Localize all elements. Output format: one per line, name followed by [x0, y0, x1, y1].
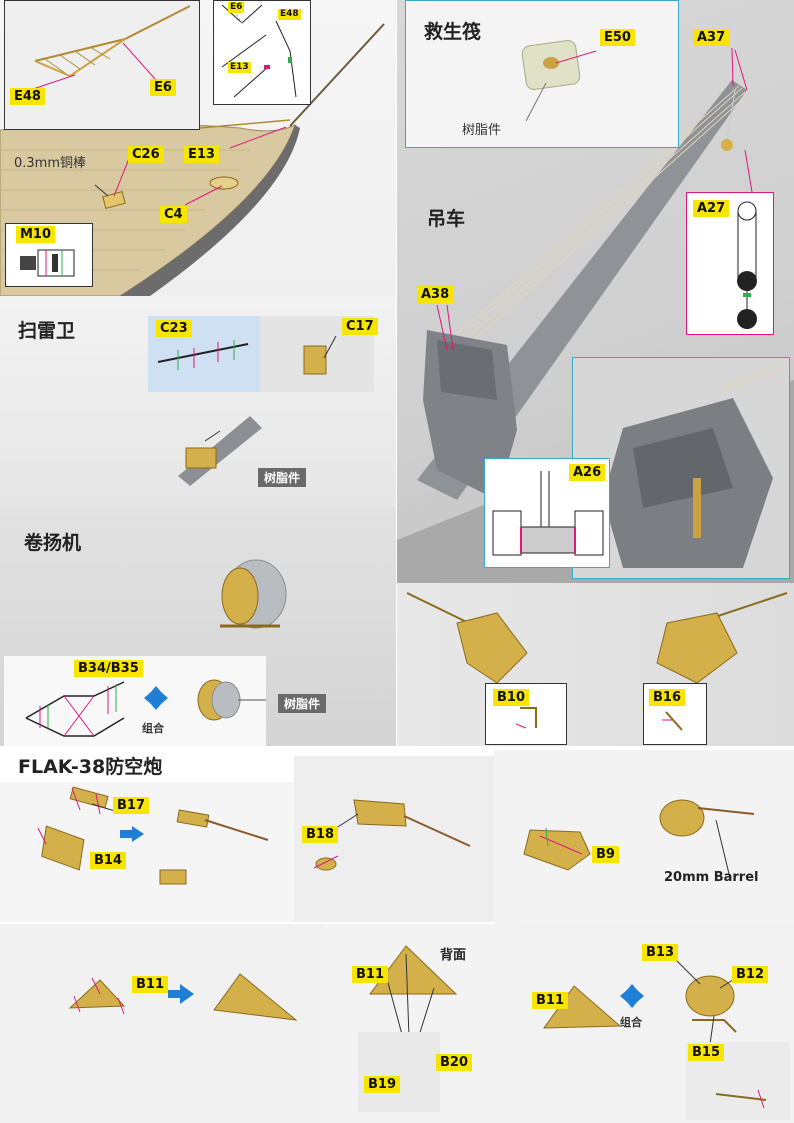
diagram-label-e6: E6: [228, 2, 245, 13]
label-a38: A38: [417, 286, 454, 303]
c17-drawing: [303, 335, 337, 375]
a26-drawing: [492, 471, 604, 556]
liferaft-inset: 救生筏 E50 树脂件: [405, 0, 679, 148]
label-b11-b: B11: [352, 966, 388, 983]
label-b17: B17: [113, 797, 149, 814]
flak-b11-drawing: [68, 973, 298, 1021]
diagram-label-e13: E13: [228, 62, 251, 73]
label-e6: E6: [150, 79, 176, 96]
bow-inset-photo: [4, 0, 200, 130]
b10-drawing: [515, 707, 537, 729]
paravane-panel: 扫雷卫 C23 C17 树脂件: [0, 296, 396, 506]
b16-drawing: [662, 711, 683, 731]
label-b11-a: B11: [132, 976, 168, 993]
label-a26: A26: [569, 464, 606, 481]
label-b9: B9: [592, 846, 619, 863]
label-b11-c: B11: [532, 992, 568, 1009]
label-b14: B14: [90, 852, 126, 869]
flak-row1-right: B9 20mm Barrel: [494, 750, 794, 924]
label-b10: B10: [493, 689, 529, 706]
label-c23: C23: [156, 320, 192, 337]
liferaft-drawing: [521, 39, 597, 122]
label-m10: M10: [16, 226, 56, 243]
flak-row2-left: B11: [0, 924, 324, 1123]
flak-title: FLAK-38防空炮: [18, 756, 163, 778]
crane-cab-drawing: [603, 357, 790, 568]
barrel-note: 20mm Barrel: [664, 870, 759, 885]
flak-b17-b14-drawing: [37, 786, 269, 885]
winch-title: 卷扬机: [24, 532, 82, 554]
label-c26: C26: [128, 146, 164, 163]
label-b13: B13: [642, 944, 678, 961]
m10-inset: [5, 223, 93, 287]
label-b34-b35: B34/B35: [74, 660, 143, 677]
label-e13: E13: [184, 146, 219, 163]
flak-assembly-drawing: [543, 959, 737, 1045]
guns-top-panel: B10 B16: [397, 583, 794, 746]
liferaft-resin-note: 树脂件: [462, 123, 502, 138]
flak-row2-mid: 背面 B11 B19 B20: [324, 924, 514, 1123]
label-b12: B12: [732, 966, 768, 983]
a26-inset: [484, 458, 610, 568]
b19-b20-inset: [358, 1032, 440, 1112]
copper-rod-note: 0.3mm铜棒: [14, 156, 87, 171]
crane-title: 吊车: [427, 208, 466, 230]
assembly-combine-label: 组合: [620, 1016, 642, 1029]
flak-b9-drawing: [523, 799, 755, 879]
flak-row1-mid: B18: [294, 756, 494, 922]
label-b16: B16: [649, 689, 685, 706]
m10-part-drawing: [20, 249, 75, 277]
label-c4: C4: [160, 206, 187, 223]
label-c17: C17: [342, 318, 378, 335]
crane-photo-panel: 救生筏 吊车 救生筏 E50 树脂件 A37 A38 A27: [397, 0, 794, 583]
back-note: 背面: [440, 948, 467, 963]
bowsprit-part-illustration: [32, 5, 191, 90]
label-a37: A37: [693, 29, 730, 46]
liferaft-heading: 救生筏: [424, 21, 482, 43]
guns-top-drawing: [406, 592, 788, 684]
label-b19: B19: [364, 1076, 400, 1093]
a27-inset: [686, 192, 774, 335]
winch-resin-tag: 树脂件: [278, 694, 327, 713]
b34-b35-drawing: [25, 679, 280, 737]
c23-drawing: [157, 340, 249, 370]
winch-drawing: [220, 559, 287, 629]
diagram-label-e48: E48: [278, 9, 301, 20]
label-b18: B18: [302, 826, 338, 843]
winch-panel: 卷扬机 B34/B35 组合 树脂件: [0, 506, 396, 746]
flak-b18-drawing: [313, 799, 471, 871]
b15-drawing: [715, 1089, 767, 1109]
label-b20: B20: [436, 1054, 472, 1071]
a27-pulley-drawing: [737, 201, 757, 329]
bow-photo-panel: E6 E48 E13 E48 E6 E13 C26 C4 0.3mm铜棒 M10: [0, 0, 396, 296]
flak-row2-right: B13 B12 B11 B15 组合: [514, 924, 794, 1123]
label-e50: E50: [600, 29, 635, 46]
label-e48: E48: [10, 88, 45, 105]
label-b15: B15: [688, 1044, 724, 1061]
paravane-title: 扫雷卫: [18, 320, 76, 342]
winch-combine-label: 组合: [142, 722, 164, 735]
paravane-resin-tag: 树脂件: [258, 468, 307, 487]
flak-row1-left: B17 B14: [0, 782, 294, 922]
label-a27: A27: [693, 200, 730, 217]
